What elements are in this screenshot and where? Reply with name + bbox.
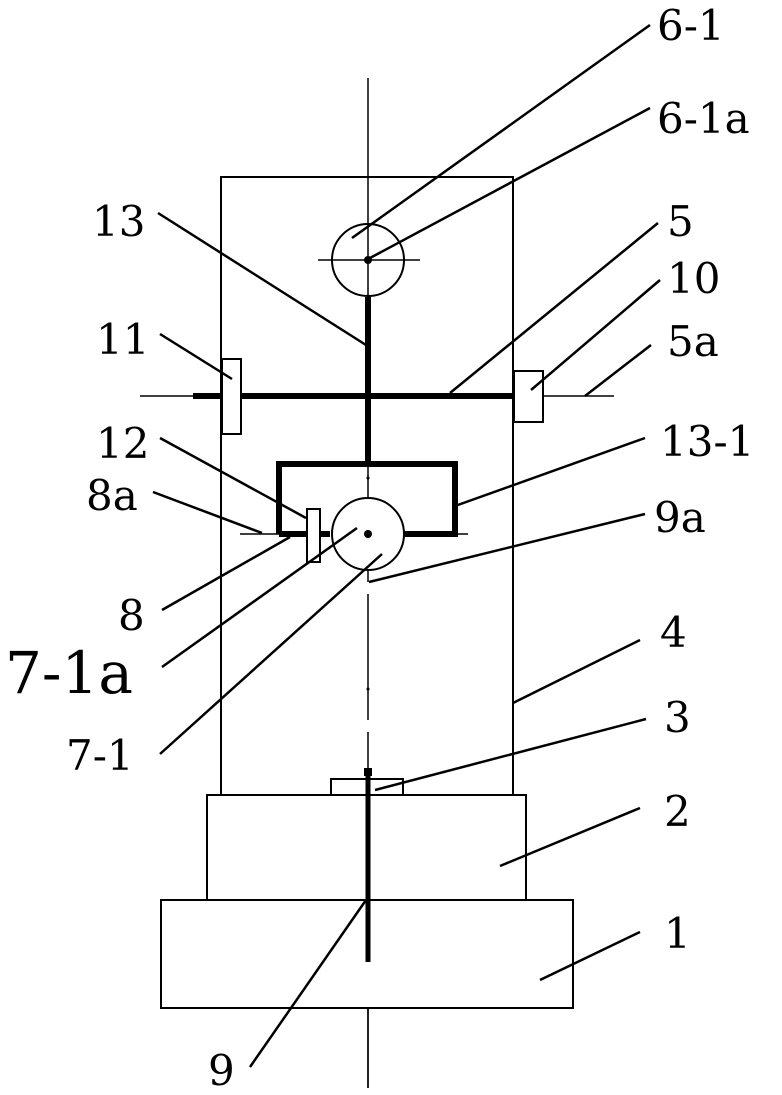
- circle-7-1a-center: [364, 530, 372, 538]
- leader-4: [513, 640, 640, 703]
- label-11: 11: [96, 315, 149, 364]
- label-1: 1: [664, 909, 691, 958]
- label-9a: 9a: [654, 493, 706, 542]
- label-13-1: 13-1: [660, 417, 754, 466]
- leader-3: [375, 719, 646, 790]
- leader-12: [160, 438, 306, 518]
- leader-13: [158, 213, 366, 345]
- leader-5a: [585, 345, 651, 396]
- leader-8: [162, 537, 290, 610]
- leader-6-1a: [370, 108, 650, 258]
- label-10: 10: [667, 254, 720, 303]
- leader-7-1a: [162, 528, 357, 667]
- bearing-11: [222, 359, 241, 434]
- label-6-1a: 6-1a: [657, 94, 750, 143]
- center-dot-lower: [367, 688, 370, 691]
- label-3: 3: [664, 693, 691, 742]
- frame-4: [221, 177, 513, 797]
- label-8: 8: [118, 591, 145, 640]
- leader-13-1: [455, 438, 645, 506]
- leader-9a: [369, 514, 645, 582]
- center-line-gap-2: [365, 720, 371, 732]
- bearing-10: [514, 371, 543, 422]
- leader-10: [531, 280, 660, 390]
- label-2: 2: [664, 787, 691, 836]
- label-4: 4: [660, 608, 687, 657]
- label-13: 13: [92, 197, 145, 246]
- label-6-1: 6-1: [657, 1, 725, 50]
- leader-8a: [153, 492, 262, 533]
- shaft-9-cap: [364, 768, 372, 776]
- center-dot-upper: [367, 477, 370, 480]
- center-line-gap-1: [365, 582, 371, 594]
- label-9: 9: [208, 1046, 235, 1095]
- label-8a: 8a: [86, 471, 138, 520]
- label-5a: 5a: [667, 317, 719, 366]
- leader-7-1: [160, 554, 382, 754]
- label-7-1a: 7-1a: [5, 639, 133, 707]
- bearing-12: [307, 509, 320, 562]
- label-12: 12: [96, 419, 149, 468]
- label-5: 5: [667, 197, 694, 246]
- label-7-1: 7-1: [66, 731, 134, 780]
